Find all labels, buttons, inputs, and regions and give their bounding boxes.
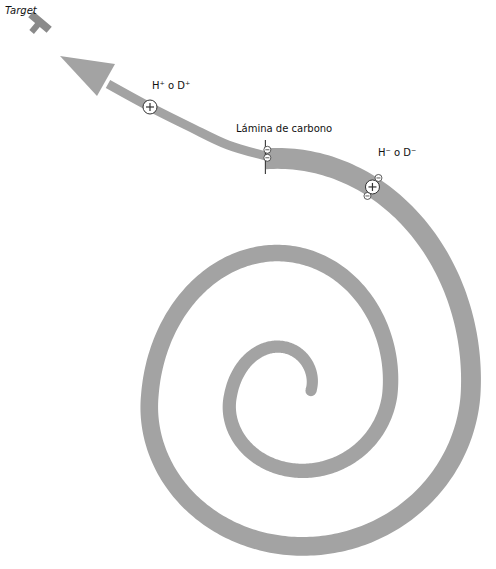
- spiral-start: [305, 385, 316, 396]
- extracted-beam: [108, 84, 265, 156]
- beam-arrowhead: [60, 56, 115, 96]
- electron-symbol: [264, 154, 271, 161]
- target-label: Target: [5, 5, 37, 17]
- foil-label: Lámina de carbono: [236, 123, 332, 135]
- electron-symbol: [364, 192, 371, 199]
- electron-symbol: [264, 146, 271, 153]
- ion-label: H⁺ o D⁺: [152, 80, 190, 92]
- target-stem: [29, 22, 40, 34]
- spiral-beam-path: [140, 148, 480, 556]
- ion-label: H⁻ o D⁻: [378, 147, 416, 159]
- ion-symbol: [143, 100, 157, 114]
- electron-symbol: [375, 174, 382, 181]
- ion-symbol: [365, 180, 379, 194]
